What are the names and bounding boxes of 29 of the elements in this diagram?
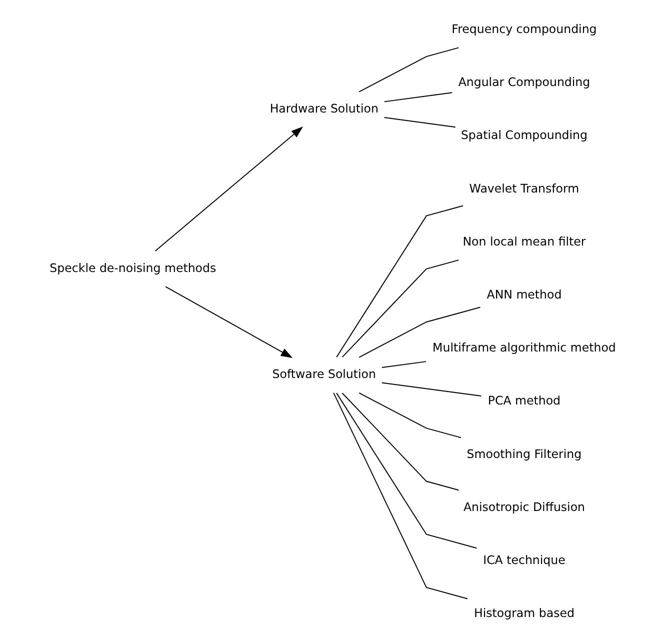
node-text: Angular Compounding	[458, 75, 590, 90]
node-text: Software Solution	[272, 367, 376, 382]
connector	[380, 382, 482, 396]
node-text: Smoothing Filtering	[466, 446, 582, 461]
arrow	[154, 126, 303, 252]
connector	[383, 117, 456, 128]
node-text: Multiframe algorithmic method	[432, 340, 616, 355]
node-text: ICA technique	[482, 552, 565, 567]
node-text: Frequency compounding	[451, 22, 596, 36]
connector	[383, 92, 452, 102]
node-text: Hardware Solution	[269, 102, 378, 116]
connector	[358, 392, 462, 438]
connector	[336, 392, 477, 549]
node-text: Wavelet Transform	[468, 181, 579, 196]
connector	[332, 392, 468, 600]
connector	[341, 260, 459, 358]
node-text: Speckle de-noising methods	[49, 260, 216, 275]
node-text: Spatial Compounding	[460, 128, 588, 142]
node-text: Anisotropic Diffusion	[462, 500, 585, 514]
node-text: ANN method	[486, 288, 562, 302]
connector	[341, 392, 459, 491]
arrow	[164, 286, 292, 358]
connector	[336, 205, 464, 358]
connector	[358, 306, 480, 358]
connector	[358, 47, 459, 92]
node-text: Histogram based	[474, 606, 574, 620]
connector	[380, 361, 426, 368]
node-text: PCA method	[487, 394, 560, 408]
node-text: Non local mean filter	[462, 234, 586, 248]
